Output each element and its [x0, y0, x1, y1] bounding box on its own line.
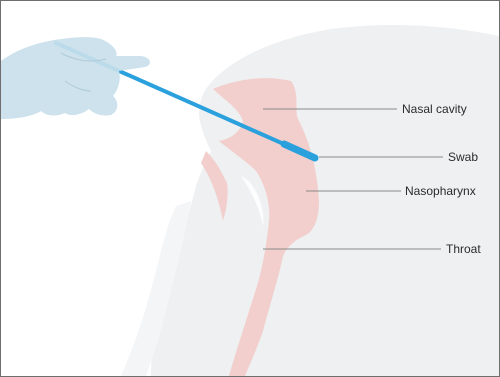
label-nasal-cavity: Nasal cavity	[402, 102, 467, 116]
label-throat: Throat	[446, 242, 481, 256]
label-nasopharynx: Nasopharynx	[405, 184, 476, 198]
label-swab: Swab	[448, 150, 478, 164]
glove-hand-icon	[1, 37, 150, 119]
